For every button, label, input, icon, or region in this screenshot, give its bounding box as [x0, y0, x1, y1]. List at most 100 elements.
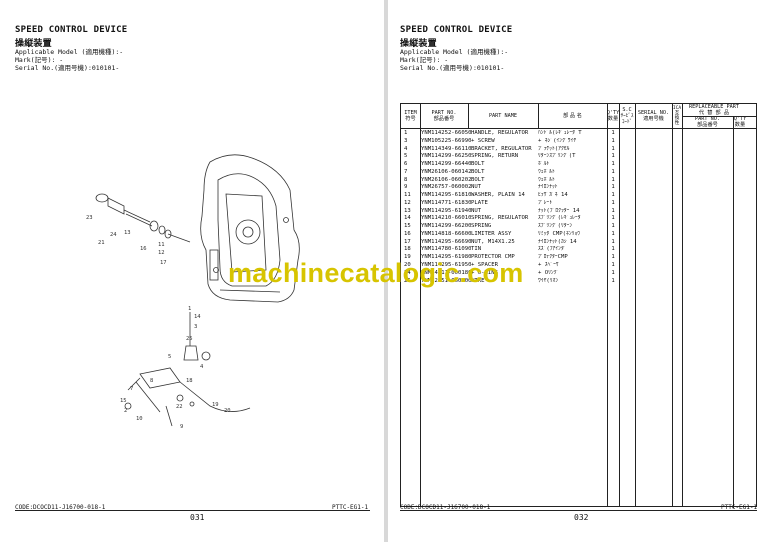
- part-name: + O-RING: [471, 269, 498, 276]
- item-number: 4: [404, 145, 408, 152]
- header-interchangeability: ICA 互 換 性: [672, 106, 682, 126]
- item-number: 17: [404, 238, 411, 245]
- part-name: BOLT: [471, 176, 485, 183]
- header-serial-no: SERIAL NO. 適用号機: [637, 110, 670, 122]
- item-number: 13: [404, 207, 411, 214]
- item-number: 25: [404, 277, 411, 284]
- item-number: 14: [404, 215, 411, 222]
- quantity: 1: [611, 277, 615, 284]
- footer-id: PTTC-EG1-1: [332, 504, 369, 511]
- part-name: LIMITER ASSY: [471, 230, 512, 237]
- svg-text:14: 14: [194, 314, 201, 320]
- part-number: YNM114780-61090: [421, 246, 471, 253]
- svg-text:25: 25: [186, 336, 193, 342]
- right-catalog-page: SPEED CONTROL DEVICE 操縦装置 Applicable Mod…: [388, 0, 768, 542]
- header-rep-part-no: PART NO. 部品番号: [695, 116, 720, 128]
- quantity: 1: [611, 215, 615, 222]
- part-name-jp: + Oﾘﾝｸﾞ: [538, 269, 560, 276]
- part-name-jp: ﾘﾐｯﾀ CMP(ﾈﾝﾘｮｳ: [538, 230, 581, 237]
- quantity: 1: [611, 230, 615, 237]
- part-name: NUT: [471, 184, 482, 191]
- parts-table: ITEM 符号 PART NO. 部品番号 PART NAME 部 品 名 Q'…: [400, 103, 757, 508]
- quantity: 1: [611, 168, 615, 175]
- part-name-jp: ﾌﾞﾗｹｯﾄ(ｱｸｾﾙ: [538, 145, 570, 152]
- svg-text:24: 24: [110, 232, 117, 238]
- svg-text:21: 21: [98, 240, 105, 246]
- header-qty: Q'TY 数量: [607, 110, 619, 122]
- header-rep-qty: Q'TY 数量: [733, 116, 747, 128]
- svg-text:18: 18: [186, 378, 193, 384]
- svg-text:23: 23: [86, 215, 93, 221]
- part-number: YNM105225-66990: [421, 137, 471, 144]
- page-number: 031: [190, 513, 205, 522]
- part-name-jp: ﾜｲﾔ(ﾘｵﾝ: [538, 277, 559, 284]
- part-name-jp: ﾌﾟﾛﾃｸﾀｰCMP: [538, 254, 568, 261]
- svg-text:22: 22: [176, 404, 183, 410]
- part-name: NUT: [471, 207, 482, 214]
- quantity: 1: [611, 238, 615, 245]
- exploded-parts-diagram: 23 24 21 13 16 11 12 17 1 14 3 25 5 4 18…: [86, 154, 300, 430]
- part-name: HANDLE, REGULATOR: [471, 130, 529, 136]
- header-jp-name: 部 品 名: [563, 113, 582, 119]
- part-name-jp: ﾋﾗｻﾞｶﾞﾈ 14: [538, 192, 568, 199]
- item-number: 15: [404, 223, 411, 230]
- item-number: 11: [404, 192, 411, 199]
- part-name-jp: ｳｪﾎﾞﾙﾄ: [538, 168, 555, 175]
- part-number: YNM114299-66440: [421, 161, 471, 168]
- header-part-no: PART NO. 部品番号: [431, 110, 457, 122]
- svg-text:1: 1: [188, 306, 191, 312]
- quantity: 1: [611, 130, 615, 136]
- header-item: ITEM 符号: [404, 110, 417, 122]
- quantity: 1: [611, 184, 615, 191]
- mark-label: Mark(記号): -: [400, 56, 449, 64]
- part-name-jp: ﾅｲﾛﾝﾅｯﾄ: [538, 184, 558, 191]
- part-name: BRACKET, REGULATOR: [471, 145, 532, 152]
- svg-text:13: 13: [124, 230, 131, 236]
- page-number: 032: [574, 513, 589, 522]
- svg-text:5: 5: [168, 354, 171, 360]
- item-number: 1: [404, 130, 408, 136]
- part-name: PROTECTOR CMP: [471, 254, 515, 261]
- part-name-jp: + ﾈｼﾞ(ｲﾝｸﾞﾜｲﾔ: [538, 137, 577, 144]
- part-number: YNM114252-66050: [421, 130, 471, 136]
- serial-label: Serial No.(適用号機):010101-: [400, 64, 505, 72]
- page-title: SPEED CONTROL DEVICE: [15, 25, 128, 35]
- svg-text:8: 8: [150, 378, 153, 384]
- page-title: SPEED CONTROL DEVICE: [400, 25, 513, 35]
- part-name-jp: + ｽﾍﾟｰｻ: [538, 262, 559, 269]
- part-name-jp: ﾊﾝﾄﾞﾙ(ﾚｷﾞｭﾚｰﾀ T: [538, 130, 582, 136]
- part-number: YNM114349-66110: [421, 145, 471, 152]
- item-number: 5: [404, 153, 408, 160]
- part-number: YNM114771-61830: [421, 199, 471, 206]
- item-number: 18: [404, 246, 411, 253]
- part-name: SPRING, REGULATOR: [471, 215, 529, 222]
- part-name: WASHER, PLAIN 14: [471, 192, 525, 199]
- part-name: + SCREW: [471, 137, 495, 144]
- part-number: YNM114299-66250: [421, 153, 471, 160]
- svg-text:4: 4: [200, 364, 204, 370]
- part-name-jp: ｳｪﾎﾞﾙﾄ: [538, 176, 555, 183]
- part-name-jp: ﾅｲﾛﾝﾅｯﾄ(ｶｼ 14: [538, 238, 577, 245]
- part-number: YNM24311-000180: [421, 269, 471, 276]
- part-number: YNM114210-66010: [421, 215, 471, 222]
- part-number: YNM26106-060142: [421, 168, 471, 175]
- part-name: SPRING: [471, 223, 492, 230]
- item-number: 16: [404, 230, 411, 237]
- part-name-jp: ﾘﾀｰﾝｽﾌﾟﾘﾝｸﾞ(T: [538, 153, 576, 160]
- part-name: BOLT: [471, 168, 485, 175]
- svg-text:9: 9: [180, 424, 183, 430]
- part-name-jp: ﾅｯﾄ(ﾌﾞﾛｸﾗﾀｰ 14: [538, 207, 580, 214]
